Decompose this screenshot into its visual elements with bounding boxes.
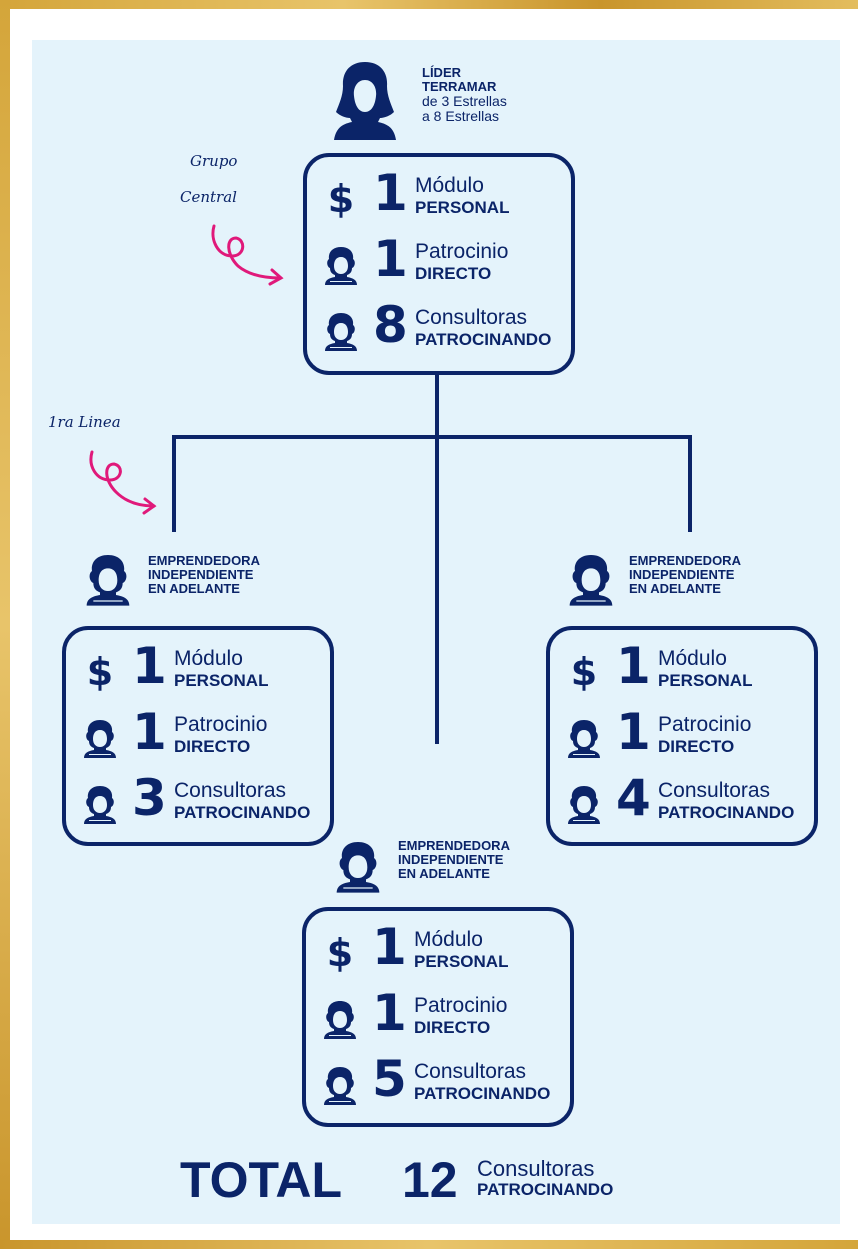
right-row-label: Módulo <box>658 647 727 670</box>
leader-title-1: LÍDER <box>422 65 461 80</box>
pink-arrowhead-linea <box>142 497 157 515</box>
total-sublabel: PATROCINANDO <box>477 1180 614 1199</box>
leader-title-2: TERRAMAR <box>422 79 497 94</box>
right-row-number: 4 <box>616 769 651 827</box>
left-row-number: 3 <box>132 769 167 827</box>
total-word: TOTAL <box>180 1152 343 1208</box>
leader-row-number: 1 <box>373 164 408 222</box>
left-row-label: Consultoras <box>174 779 287 802</box>
bottom-row-sublabel: PERSONAL <box>414 952 509 971</box>
woman-avatar-icon <box>566 718 602 758</box>
woman-avatar-icon <box>322 1065 358 1105</box>
bottom-row-label: Consultoras <box>414 1060 527 1083</box>
left-row-label: Módulo <box>174 647 243 670</box>
emprendedora-title-1: EMPRENDEDORA <box>148 553 260 568</box>
woman-avatar-icon <box>566 784 602 824</box>
leader-row-number: 8 <box>373 296 408 354</box>
right-row-label: Consultoras <box>658 779 771 802</box>
emprendedora-left-box: $ 1 Módulo PERSONAL 1 Patrocinio DIRECTO… <box>62 626 334 846</box>
leader-box: $ 1 Módulo PERSONAL 1 Patrocinio DIRECTO… <box>303 153 575 375</box>
left-row-sublabel: PATROCINANDO <box>174 803 311 822</box>
right-row-number: 1 <box>616 703 651 761</box>
pink-arrow-linea <box>89 450 156 508</box>
emprendedora-title-1: EMPRENDEDORA <box>398 838 510 853</box>
bottom-row-sublabel: PATROCINANDO <box>414 1084 551 1103</box>
left-row-number: 1 <box>132 637 167 695</box>
leader-row-sublabel: DIRECTO <box>415 264 492 283</box>
pink-arrow-grupo <box>211 224 282 280</box>
pink-arrowhead-grupo <box>268 268 284 286</box>
leader-sub-2: a 8 Estrellas <box>422 108 500 124</box>
note-grupo-line1: Grupo <box>190 152 238 170</box>
woman-avatar-icon <box>322 999 358 1039</box>
frame-left-border <box>0 0 10 1249</box>
bottom-row-label: Módulo <box>414 928 483 951</box>
right-row-label: Patrocinio <box>658 713 752 736</box>
bottom-row-label: Patrocinio <box>414 994 508 1017</box>
bottom-row-number: 1 <box>372 918 407 976</box>
bottom-row-number: 1 <box>372 984 407 1042</box>
note-grupo-line2: Central <box>180 188 237 206</box>
leader-row-sublabel: PERSONAL <box>415 198 510 217</box>
leader-row-sublabel: PATROCINANDO <box>415 330 552 349</box>
total-number: 12 <box>402 1152 458 1208</box>
leader-row-label: Módulo <box>415 174 484 197</box>
woman-avatar-icon <box>323 245 359 285</box>
leader-row-number: 1 <box>373 230 408 288</box>
bottom-row-number: 5 <box>372 1050 407 1108</box>
leader-row-label: Consultoras <box>415 306 528 329</box>
frame-bottom-border <box>0 1240 858 1249</box>
emprendedora-bottom-box: $ 1 Módulo PERSONAL 1 Patrocinio DIRECTO… <box>302 907 574 1127</box>
woman-avatar-icon <box>323 311 359 351</box>
left-row-sublabel: PERSONAL <box>174 671 269 690</box>
emprendedora-title-2: INDEPENDIENTE <box>148 567 254 582</box>
emprendedora-title-3: EN ADELANTE <box>629 581 721 596</box>
emprendedora-title-2: INDEPENDIENTE <box>629 567 735 582</box>
right-row-sublabel: PATROCINANDO <box>658 803 795 822</box>
left-row-sublabel: DIRECTO <box>174 737 251 756</box>
left-row-number: 1 <box>132 703 167 761</box>
leader-sub-1: de 3 Estrellas <box>422 93 507 109</box>
dollar-icon: $ <box>327 177 355 221</box>
emprendedora-title-3: EN ADELANTE <box>148 581 240 596</box>
woman-avatar-icon <box>82 718 118 758</box>
leader-row-label: Patrocinio <box>415 240 509 263</box>
emprendedora-title-2: INDEPENDIENTE <box>398 852 504 867</box>
dollar-icon: $ <box>86 650 114 694</box>
right-row-sublabel: PERSONAL <box>658 671 753 690</box>
right-row-sublabel: DIRECTO <box>658 737 735 756</box>
total-label: Consultoras <box>477 1156 595 1181</box>
emprendedora-title-1: EMPRENDEDORA <box>629 553 741 568</box>
woman-avatar-icon <box>567 548 615 610</box>
woman-avatar-icon <box>334 835 382 897</box>
pink-arrows <box>89 224 284 515</box>
woman-avatar-icon <box>84 548 132 610</box>
note-linea: 1ra Linea <box>48 413 121 431</box>
emprendedora-right-box: $ 1 Módulo PERSONAL 1 Patrocinio DIRECTO… <box>546 626 818 846</box>
right-row-number: 1 <box>616 637 651 695</box>
dollar-icon: $ <box>326 931 354 975</box>
frame-top-border <box>0 0 858 9</box>
dollar-icon: $ <box>570 650 598 694</box>
left-row-label: Patrocinio <box>174 713 268 736</box>
bottom-row-sublabel: DIRECTO <box>414 1018 491 1037</box>
woman-avatar-icon <box>82 784 118 824</box>
emprendedora-title-3: EN ADELANTE <box>398 866 490 881</box>
woman-long-hair-icon <box>330 60 400 140</box>
